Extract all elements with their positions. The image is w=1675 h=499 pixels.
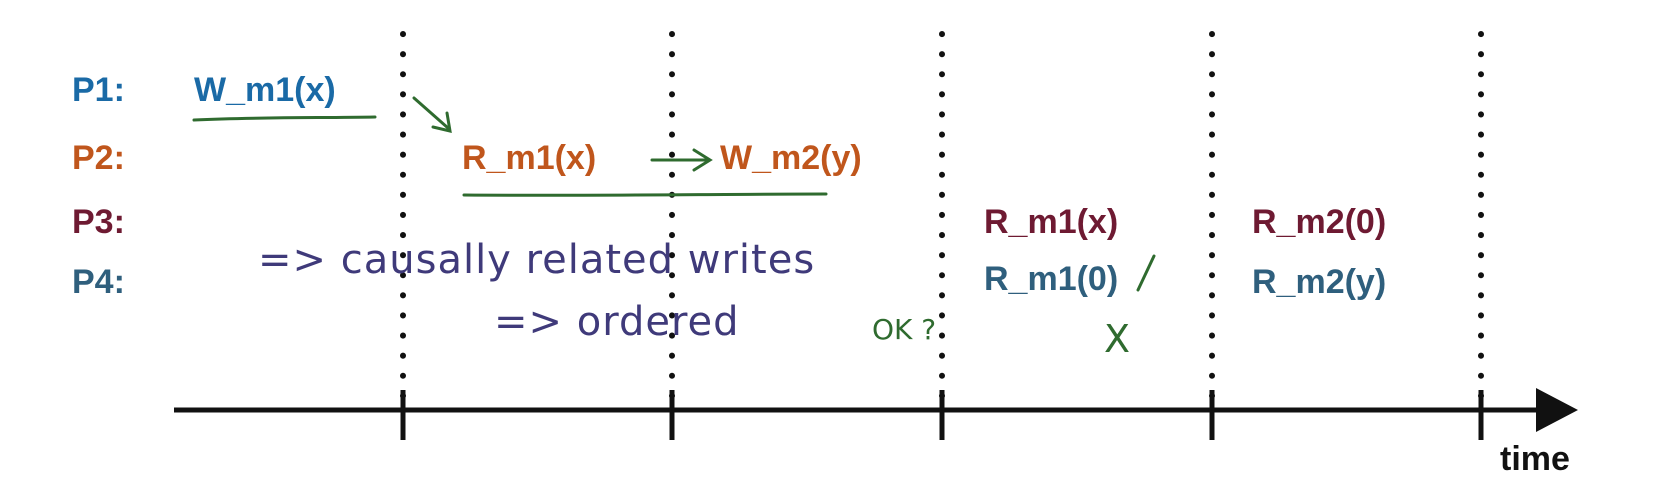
annotation-ok-question: OK ? [872, 313, 937, 346]
arrow-p1-to-p2 [412, 96, 450, 130]
green-annotation-strokes [192, 96, 1156, 292]
op-p3-read-m2: R_m2(0) [1252, 203, 1387, 241]
op-p3-read-m1: R_m1(x) [984, 203, 1119, 241]
op-p4-read-m2: R_m2(y) [1252, 263, 1387, 301]
process-label-p3: P3: [72, 203, 125, 241]
time-axis [174, 390, 1540, 440]
op-p4-read-m1: R_m1(0) [984, 260, 1119, 298]
arrow-p1-to-p2-head [431, 111, 452, 133]
annotation-x-mark: X [1104, 317, 1131, 361]
process-label-p1: P1: [72, 71, 125, 109]
annotation-ordered: => ordered [494, 299, 740, 345]
process-label-p4: P4: [72, 263, 125, 301]
op-p1-write-m1: W_m1(x) [194, 71, 336, 109]
annotation-causally-related: => causally related writes [258, 237, 816, 283]
underline-p1-write [192, 115, 377, 122]
dotted-separators [400, 31, 1484, 403]
strike-p4-zero [1136, 254, 1156, 292]
time-axis-arrowhead [1536, 388, 1578, 432]
op-p2-write-m2: W_m2(y) [720, 139, 862, 177]
process-label-p2: P2: [72, 139, 125, 177]
underline-p2-ops [462, 192, 828, 197]
op-p2-read-m1: R_m1(x) [462, 139, 597, 177]
arrow-read-to-write-head [692, 148, 713, 172]
time-axis-label: time [1500, 440, 1570, 478]
